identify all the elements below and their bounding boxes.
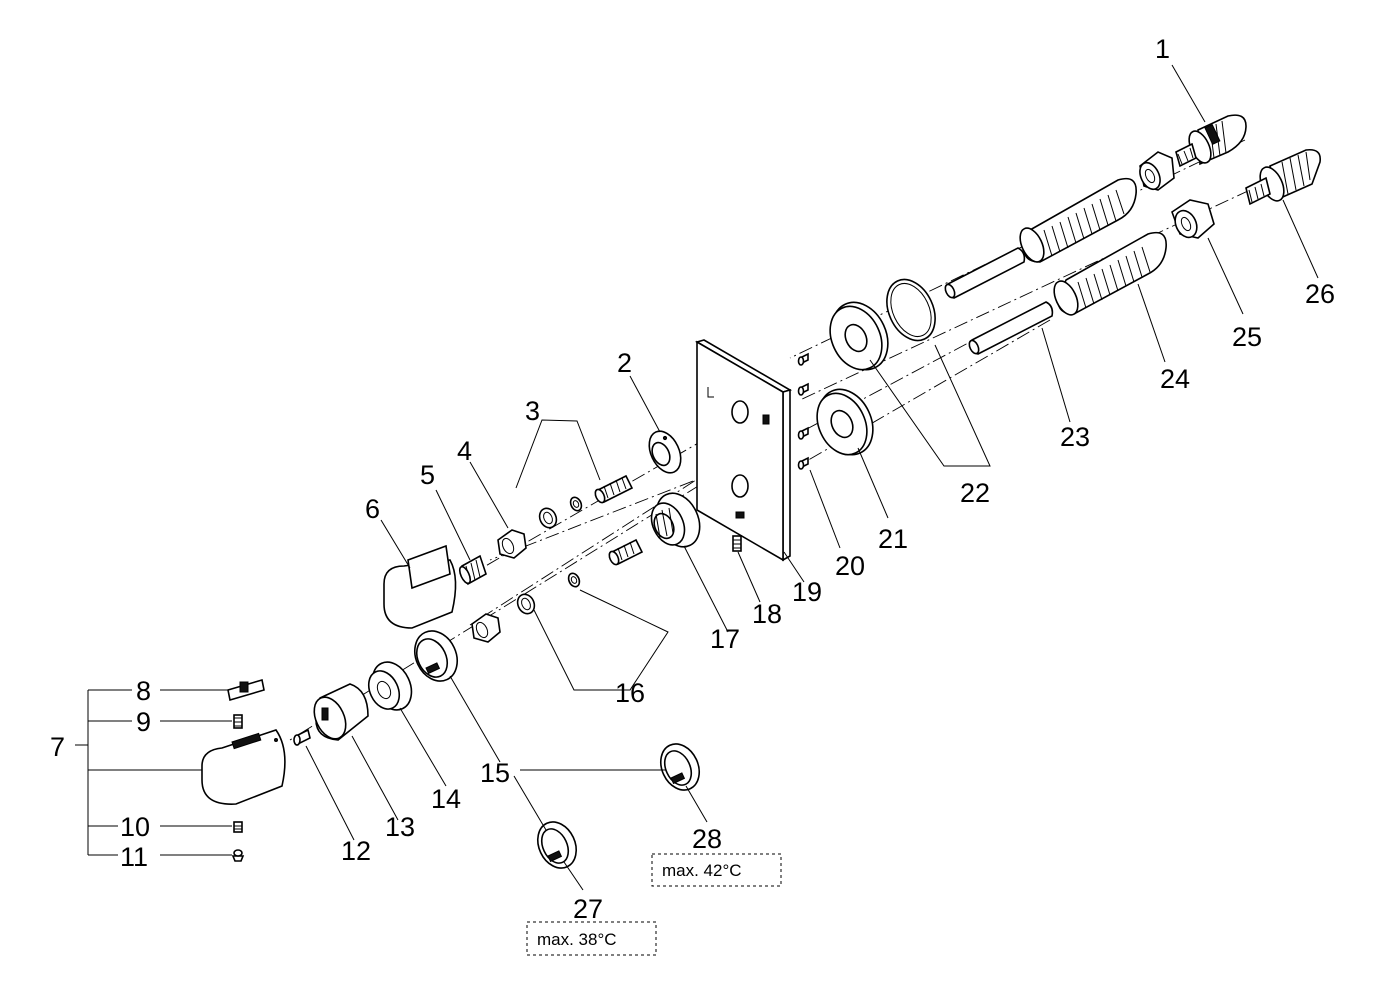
callout-9: 9 [136, 707, 151, 737]
callout-19: 19 [792, 577, 822, 607]
part-spring-9 [233, 714, 243, 729]
note-box-42: max. 42°C [651, 853, 782, 887]
part-bushing-16b [516, 593, 536, 615]
callout-8: 8 [136, 676, 151, 706]
callout-labels: 1 2 3 4 5 6 7 8 9 10 11 12 13 14 15 16 1… [50, 34, 1335, 924]
callout-24: 24 [1160, 364, 1190, 394]
callout-27: 27 [573, 894, 603, 924]
callout-18: 18 [752, 599, 782, 629]
part-o-ring-22 [886, 278, 936, 342]
callout-14: 14 [431, 784, 461, 814]
part-valve-flange-2 [648, 430, 682, 474]
callout-26: 26 [1305, 279, 1335, 309]
part-hex-nut-upper [1139, 151, 1175, 191]
callout-20: 20 [835, 551, 865, 581]
part-knob-7 [201, 729, 286, 805]
callout-28: 28 [692, 824, 722, 854]
part-hex-nut-4 [497, 529, 527, 559]
callout-15: 15 [480, 758, 510, 788]
part-screw-10 [233, 821, 243, 833]
part-grub-screw-18 [732, 535, 742, 552]
part-limit-ring-28 [659, 743, 701, 791]
callout-16: 16 [615, 678, 645, 708]
callout-22: 22 [960, 478, 990, 508]
callout-25: 25 [1232, 322, 1262, 352]
callout-23: 23 [1060, 422, 1090, 452]
part-spindle-16 [608, 538, 644, 566]
callout-12: 12 [341, 836, 371, 866]
part-wall-plate-19 [694, 339, 793, 562]
part-ribbed-sleeve-24 [1053, 231, 1167, 316]
callout-17: 17 [710, 624, 740, 654]
callout-1: 1 [1155, 34, 1170, 64]
note-max-42: max. 42°C [662, 861, 742, 880]
part-screw-12 [293, 728, 311, 746]
callout-21: 21 [878, 524, 908, 554]
callout-4: 4 [457, 436, 472, 466]
callout-11: 11 [120, 842, 148, 872]
part-rosette-21 [816, 388, 874, 456]
part-spindle-3 [594, 474, 634, 504]
note-box-38: max. 38°C [526, 921, 657, 956]
part-limit-ring-15 [414, 630, 458, 682]
callout-10: 10 [120, 812, 150, 842]
callout-6: 6 [365, 494, 380, 524]
part-lever-insert-8 [227, 678, 265, 702]
part-rosette-upper [829, 301, 889, 371]
part-lever-handle-6 [383, 544, 457, 629]
part-ribbed-sleeve-upper [1019, 177, 1137, 263]
part-cap-11 [231, 849, 245, 862]
part-limit-ring-27 [536, 821, 578, 869]
callout-5: 5 [420, 460, 435, 490]
part-hex-nut-25 [1171, 199, 1215, 239]
part-pipe-23 [968, 301, 1054, 355]
callout-13: 13 [385, 812, 415, 842]
part-knurled-ring-14 [367, 661, 413, 711]
part-adapter-13 [313, 683, 369, 741]
part-screws-20 [797, 352, 809, 470]
leader-lines [75, 64, 1319, 891]
part-washer-3a [569, 496, 583, 512]
part-pipe-upper [944, 247, 1026, 299]
part-washer-16a [567, 572, 581, 588]
part-cartridge-right [1245, 148, 1322, 206]
callout-3: 3 [525, 396, 540, 426]
callout-7: 7 [50, 732, 65, 762]
callout-2: 2 [617, 348, 632, 378]
note-max-38: max. 38°C [537, 930, 617, 949]
part-spline-adapter-5 [458, 554, 487, 586]
part-cartridge-top [1175, 114, 1247, 168]
part-thermostat-body-17 [650, 492, 701, 548]
part-hex-nut-lower [471, 613, 501, 643]
part-bushing-3b [538, 507, 558, 529]
